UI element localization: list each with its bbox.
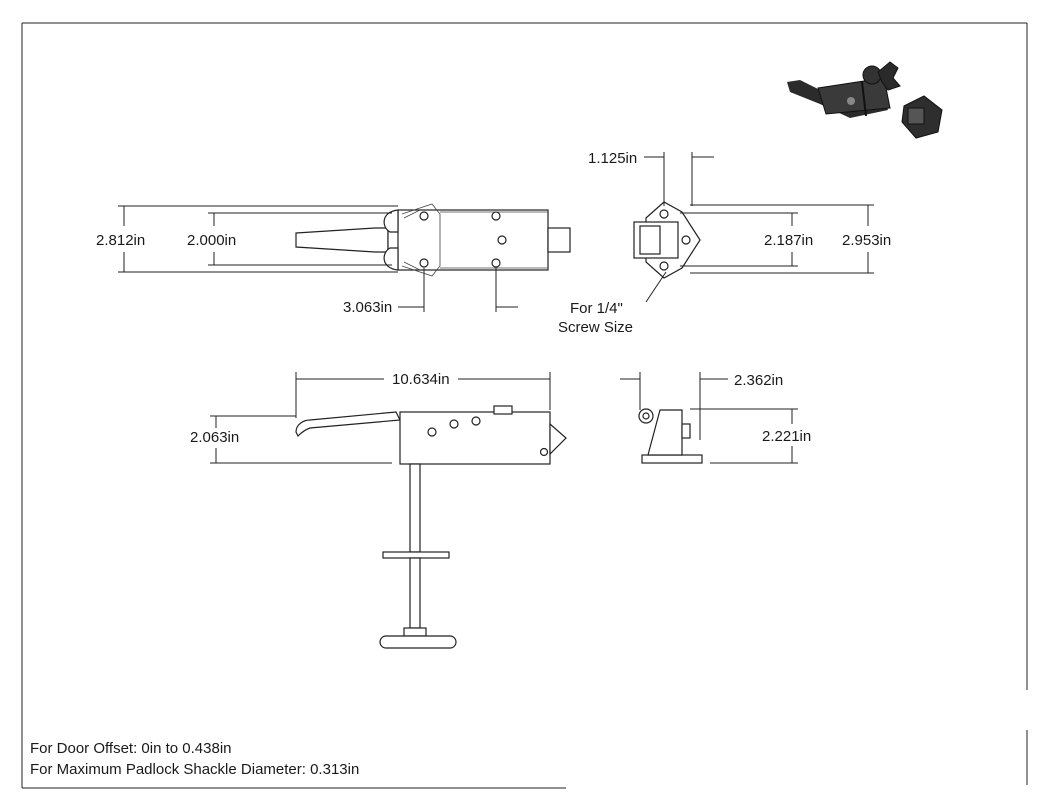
dim-2-063: 2.063in: [190, 415, 392, 464]
latch-isometric-image: [787, 61, 943, 139]
dim-3-063: 3.063in: [343, 268, 518, 316]
dim-label: 2.953in: [842, 232, 891, 249]
door-offset-note: For Door Offset: 0in to 0.438in: [30, 740, 232, 757]
dim-label: 2.362in: [734, 372, 783, 389]
dim-label: 10.634in: [392, 371, 450, 388]
strike-front-view: [633, 201, 701, 279]
dim-2-812: 2.812in: [96, 205, 398, 273]
sheet-border: [21, 22, 1028, 789]
dim-label: 3.063in: [343, 299, 392, 316]
dim-2-362: 2.362in: [620, 372, 783, 440]
dim-2-953: 2.953in: [690, 204, 891, 274]
top-view-latch: [295, 203, 571, 277]
dim-1-125: 1.125in: [588, 150, 714, 206]
screw-note-line1: For 1/4": [570, 300, 623, 317]
screw-note-line2: Screw Size: [558, 319, 633, 336]
dim-2-000: 2.000in: [187, 212, 392, 266]
dim-10-634: 10.634in: [295, 371, 551, 418]
screw-size-callout: For 1/4" Screw Size: [558, 271, 667, 336]
side-view-latch: [295, 405, 567, 649]
dim-2-187: 2.187in: [680, 212, 813, 267]
dim-label: 2.812in: [96, 232, 145, 249]
dim-label: 2.221in: [762, 428, 811, 445]
dim-label: 2.187in: [764, 232, 813, 249]
dim-label: 2.000in: [187, 232, 236, 249]
strike-side-view: [638, 408, 703, 464]
dim-2-221: 2.221in: [690, 408, 811, 464]
padlock-note: For Maximum Padlock Shackle Diameter: 0.…: [30, 761, 360, 778]
dim-label: 1.125in: [588, 150, 637, 167]
dim-label: 2.063in: [190, 429, 239, 446]
